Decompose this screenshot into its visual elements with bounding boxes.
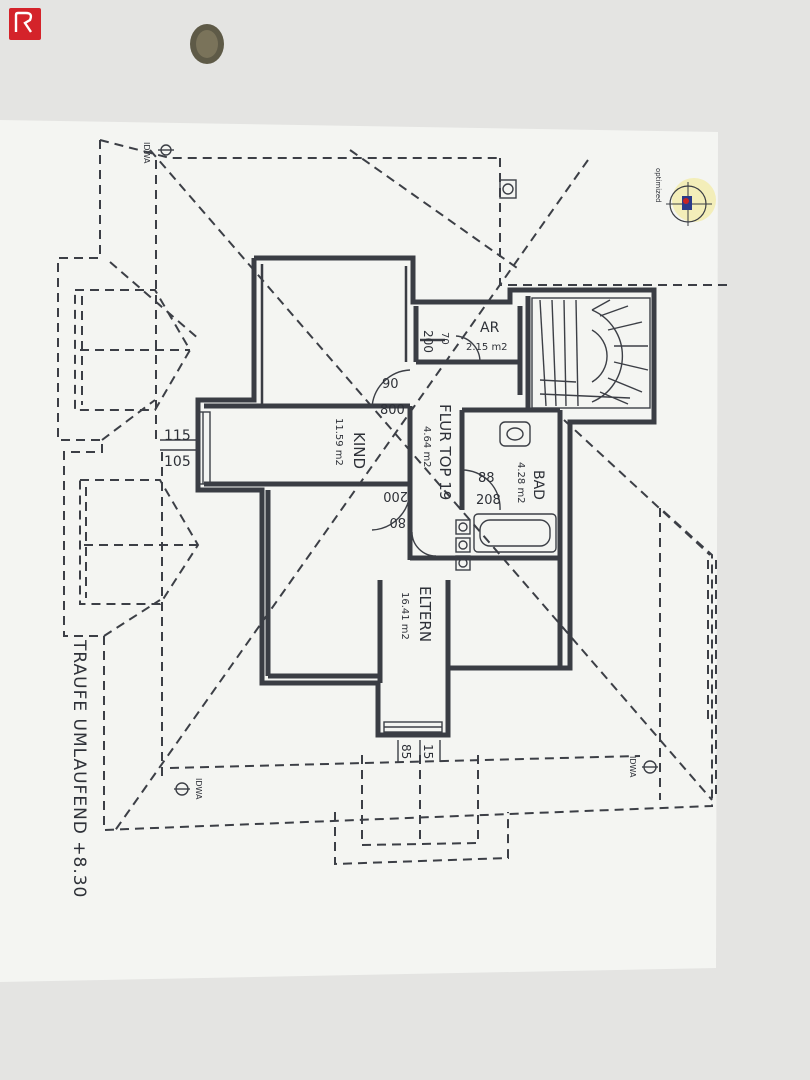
staircase	[531, 297, 651, 409]
dimension-lines	[160, 439, 441, 762]
room-flur: FLUR TOP 19 4.64 m2	[421, 404, 454, 500]
dim-90: 90	[382, 377, 399, 392]
dimension-numbers: 115 105 200 70 90 800 88 208 200 80 85 1…	[164, 330, 501, 759]
dim-200b: 200	[383, 488, 408, 503]
room-eltern-area: 16.41 m2	[399, 592, 410, 640]
optimized-stamp: optimized	[654, 168, 716, 226]
dim-88: 88	[478, 471, 495, 486]
room-kind-area: 11.59 m2	[333, 418, 344, 466]
door-swings	[371, 335, 501, 557]
hip-lines	[101, 149, 713, 833]
room-bad-name: BAD	[530, 470, 546, 500]
window-left	[197, 411, 211, 485]
toilet	[499, 421, 531, 447]
room-eltern: ELTERN 16.41 m2	[399, 586, 434, 642]
room-ar-name: AR	[480, 320, 500, 336]
stamp-text: optimized	[654, 168, 662, 203]
room-kind: KIND 11.59 m2	[333, 418, 368, 469]
room-flur-area: 4.64 m2	[421, 426, 432, 468]
room-bad-area: 4.28 m2	[515, 462, 526, 504]
dim-800: 800	[380, 403, 405, 418]
dim-208: 208	[476, 493, 501, 508]
roof-outline	[57, 139, 730, 866]
room-ar: AR 2.15 m2	[466, 320, 508, 353]
dim-115: 115	[164, 428, 191, 444]
dwa-label-1: IDWA	[194, 778, 203, 800]
chimney-ducts	[455, 519, 471, 571]
dwa-label-3: IDWA	[142, 142, 151, 164]
eaves-caption: TRAUFE UMLAUFEND +8.30	[69, 639, 89, 898]
room-flur-name: FLUR TOP 19	[436, 404, 454, 500]
room-ar-area: 2.15 m2	[466, 342, 508, 353]
dim-15: 15	[421, 744, 435, 759]
room-kind-name: KIND	[350, 432, 368, 469]
paper-sheet	[0, 120, 718, 982]
dim-80: 80	[389, 514, 406, 529]
dim-70: 70	[439, 332, 450, 345]
roof-markers	[158, 144, 658, 796]
bathtub	[473, 513, 557, 553]
app-logo	[9, 8, 41, 40]
room-eltern-name: ELTERN	[416, 586, 434, 642]
dwa-labels: IDWA IDWA IDWA	[142, 142, 637, 800]
walls	[195, 255, 657, 738]
dwa-label-2: IDWA	[628, 756, 637, 778]
room-bad: BAD 4.28 m2	[515, 462, 546, 504]
dim-200a: 200	[421, 330, 435, 353]
dim-85: 85	[399, 744, 413, 759]
dim-105: 105	[164, 454, 191, 470]
window-bottom	[383, 721, 443, 733]
